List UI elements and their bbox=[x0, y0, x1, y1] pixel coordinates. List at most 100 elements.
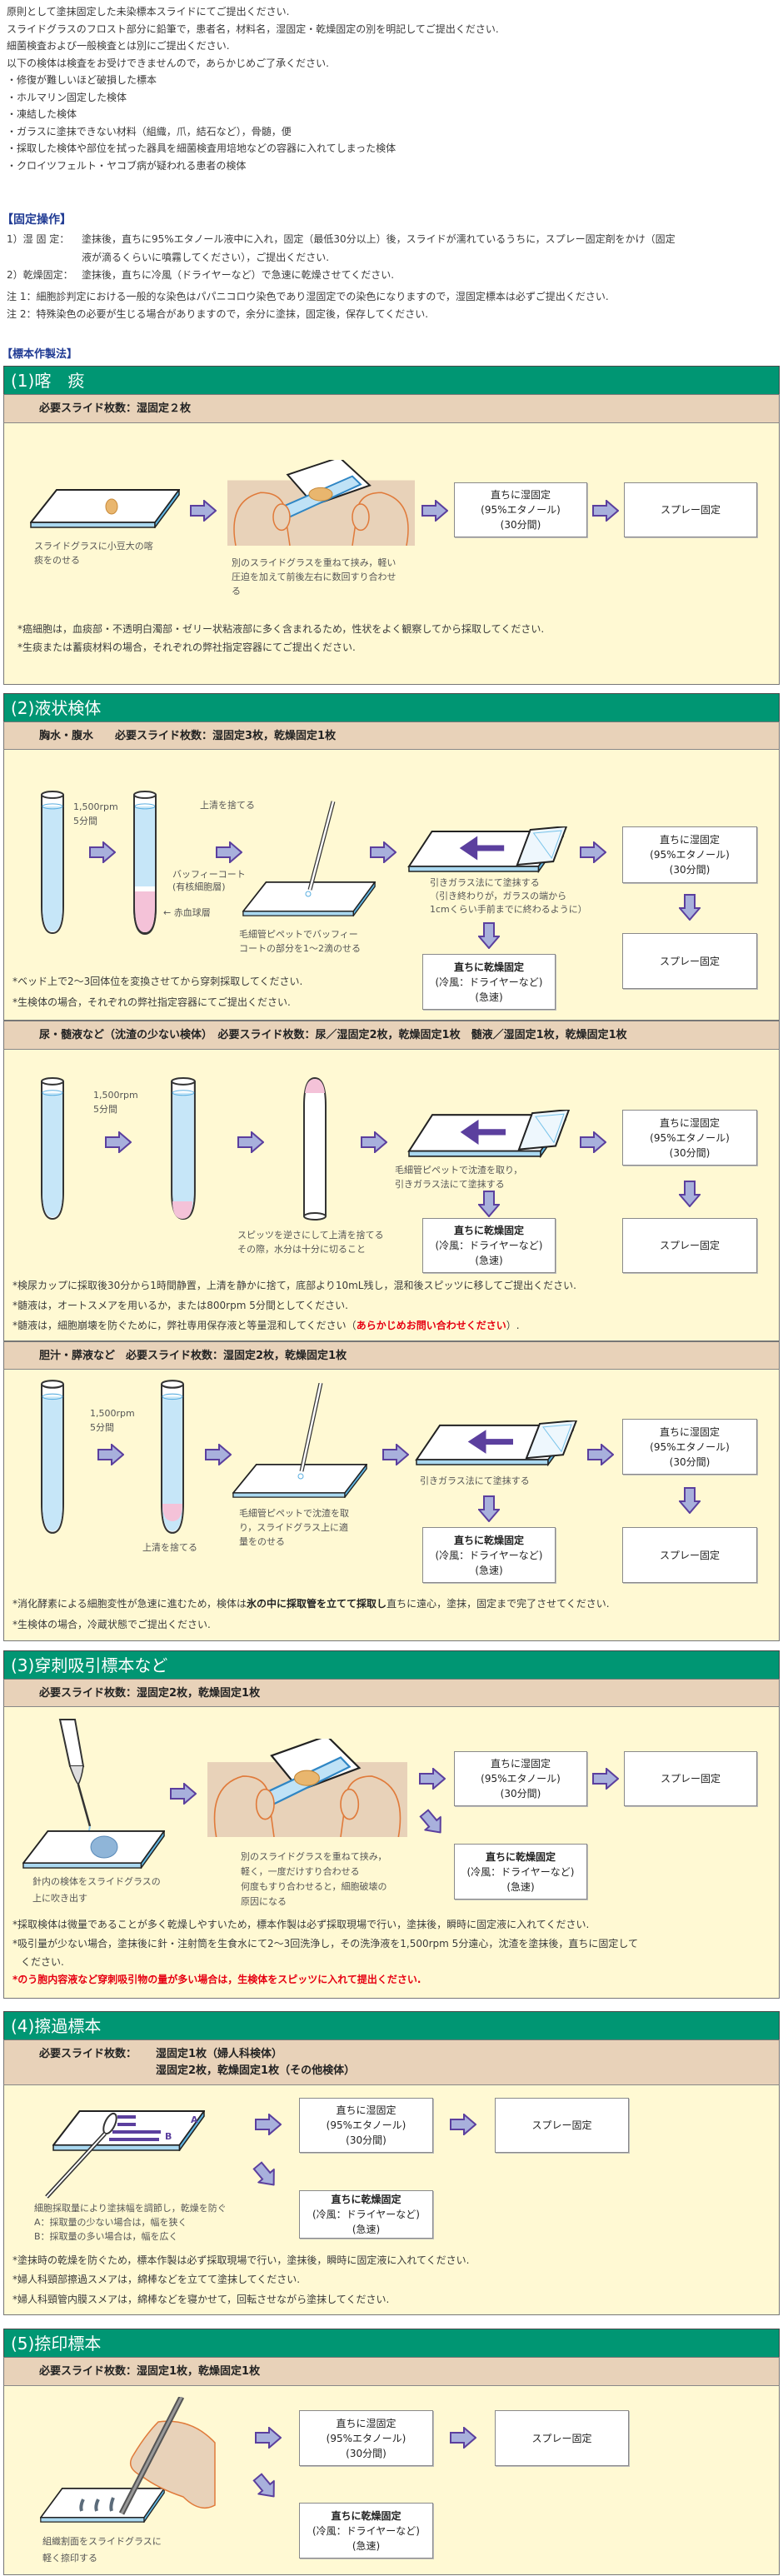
test-tube-icon bbox=[40, 1379, 65, 1535]
section-2c-panel bbox=[3, 1370, 780, 1641]
fixation-note-1: 注 1：細胞診判定における一般的な染色はパパニコロウ染色であり湿固定での染色にな… bbox=[7, 291, 609, 302]
wet-fixation-box: 直ちに湿固定(95%エタノール)(30分間) bbox=[622, 1419, 757, 1475]
intro-line: 細菌検査および一般検査とは別にご提出ください. bbox=[7, 40, 230, 52]
arrow-down-icon bbox=[679, 894, 701, 921]
smear-slide-illustration bbox=[407, 826, 567, 873]
hand-with-tweezers-icon bbox=[118, 2397, 216, 2515]
fixation-item-1-label: 1）湿 固 定： bbox=[7, 233, 70, 245]
arrow-down-icon bbox=[478, 922, 500, 949]
arrow-right-icon bbox=[237, 1131, 264, 1153]
wet-fixation-box: 直ちに湿固定(95%エタノール)(30分間) bbox=[454, 1751, 587, 1806]
section-4-slide-count: 必要スライド枚数： 湿固定1枚（婦人科検体） 湿固定2枚，乾燥固定1枚（その他検… bbox=[3, 2039, 780, 2085]
label-a: A bbox=[191, 2114, 198, 2125]
section-2c-note: *生検体の場合，冷蔵状態でご提出ください. bbox=[12, 1619, 211, 1630]
section-4-note: *婦人科頸管内膜スメアは，綿棒などを寝かせて，回転させながら塗抹してください. bbox=[12, 2294, 390, 2305]
section-3-note-continuation: ください. bbox=[21, 1956, 64, 1968]
capillary-pipette-icon bbox=[305, 801, 336, 897]
cotton-swab-icon bbox=[45, 2112, 117, 2199]
arrow-right-icon bbox=[105, 1131, 132, 1153]
arrow-right-icon bbox=[255, 2427, 282, 2449]
arrow-right-icon bbox=[450, 2427, 476, 2449]
intro-bullet: ・修復が難しいほど破損した標本 bbox=[7, 74, 157, 86]
section-2-header: (2)液状検体 bbox=[3, 693, 780, 721]
arrow-down-icon bbox=[679, 1487, 701, 1514]
arrow-down-icon bbox=[478, 1495, 500, 1522]
dry-fixation-box: 直ちに乾燥固定(冷風：ドライヤーなど)(急速) bbox=[299, 2503, 433, 2559]
centrifuged-tube-icon bbox=[170, 1076, 197, 1221]
section-2c-note: *消化酵素による細胞変性が急速に進むため，検体は氷の中に採取管を立てて採取し直ち… bbox=[12, 1598, 610, 1610]
spitz-caption: スピッツを逆さにして上清を捨てるその際，水分は十分に切ること bbox=[237, 1230, 384, 1255]
spray-fixation-box: スプレー固定 bbox=[622, 1527, 757, 1583]
arrow-right-icon bbox=[190, 500, 217, 522]
intro-bullet: ・ガラスに塗抹できない材料（組織，爪，結石など），骨髄，便 bbox=[7, 125, 292, 137]
section-3-note: *吸引量が少ない場合，塗抹後に針・注射筒を生食水にて2～3回洗浄し，その洗浄液を… bbox=[12, 1938, 638, 1949]
intro-bullet: ・凍結した検体 bbox=[7, 108, 77, 120]
section-4-header: (4)擦過標本 bbox=[3, 2011, 780, 2039]
label-b: B bbox=[165, 2131, 172, 2142]
arrow-right-icon bbox=[592, 1768, 619, 1790]
discard-supernatant-label: 上清を捨てる bbox=[142, 1542, 197, 1553]
section-3-header: (3)穿刺吸引標本など bbox=[3, 1650, 780, 1679]
wet-fixation-box: 直ちに湿固定(95%エタノール)(30分間) bbox=[299, 2410, 433, 2466]
wet-fixation-box: 直ちに湿固定(95%エタノール)(30分間) bbox=[622, 826, 757, 883]
fixation-item-1-text: 塗抹後，直ちに95%エタノール液中に入れ，固定（最低30分以上）後，スライドが濡… bbox=[82, 233, 676, 245]
arrow-right-icon bbox=[592, 500, 619, 522]
section-3-note: *採取検体は微量であることが多く乾燥しやすいため，標本作製は必ず採取現場で行い，… bbox=[12, 1919, 590, 1930]
arrow-right-icon bbox=[382, 1444, 409, 1465]
section-5-slide-count: 必要スライド枚数：湿固定1枚，乾燥固定1枚 bbox=[3, 2357, 780, 2386]
slide-glass-illustration bbox=[52, 2110, 205, 2151]
arrow-right-icon bbox=[450, 2114, 476, 2135]
slide-glass-illustration bbox=[30, 489, 180, 528]
section-2b-panel bbox=[3, 1050, 780, 1341]
section-3-caption-2: 別のスライドグラスを重ねて挟み，軽く，一度だけすり合わせる何度もすり合わせると，… bbox=[241, 1851, 387, 1907]
inverted-spitz-icon bbox=[303, 1076, 327, 1221]
dry-fixation-box: 直ちに乾燥固定(冷風：ドライヤーなど)(急速) bbox=[454, 1844, 587, 1900]
dry-fixation-box: 直ちに乾燥固定(冷風：ドライヤーなど)(急速) bbox=[299, 2190, 433, 2239]
arrow-down-icon bbox=[679, 1181, 701, 1207]
section-1-header: (1)喀 痰 bbox=[3, 366, 780, 394]
section-2c-slide-count: 胆汁・膵液など 必要スライド枚数：湿固定2枚，乾燥固定1枚 bbox=[3, 1341, 780, 1370]
spray-fixation-box: スプレー固定 bbox=[624, 482, 757, 537]
section-1-caption-1: スライドグラスに小豆大の喀痰をのせる bbox=[34, 541, 153, 566]
spray-fixation-box: スプレー固定 bbox=[495, 2098, 629, 2153]
arrow-right-icon bbox=[216, 841, 242, 863]
section-3-caption-1: 針内の検体をスライドグラスの上に吹き出す bbox=[32, 1876, 161, 1904]
section-4-note: *塗抹時の乾燥を防ぐため，標本作製は必ず採取現場で行い，塗抹後，瞬時に固定液に入… bbox=[12, 2254, 470, 2266]
section-3-slide-count: 必要スライド枚数：湿固定2枚，乾燥固定1枚 bbox=[3, 1679, 780, 1707]
fixation-note-2: 注 2：特殊染色の必要が生じる場合がありますので，余分に塗抹，固定後，保存してく… bbox=[7, 308, 429, 320]
arrow-right-icon bbox=[580, 1131, 606, 1153]
contact-notice: あらかじめお問い合わせください bbox=[356, 1320, 506, 1331]
hands-smearing-illustration bbox=[207, 1739, 407, 1837]
discard-supernatant-label: 上清を捨てる bbox=[200, 800, 255, 811]
arrow-right-icon bbox=[361, 1131, 387, 1153]
section-1-note: *癌細胞は，血痰部・不透明白濁部・ゼリー状粘液部に多く含まれるため，性状をよく観… bbox=[17, 623, 545, 635]
arrow-down-icon bbox=[478, 1191, 500, 1217]
smear-caption: 毛細管ピペットで沈渣を取り，引きガラス法にて塗抹する bbox=[395, 1165, 523, 1190]
pipette-caption: 毛細管ピペットで沈渣を取り，スライドグラス上に適量をのせる bbox=[239, 1508, 349, 1547]
intro-bullet: ・クロイツフェルト・ヤコブ病が疑われる患者の検体 bbox=[7, 159, 247, 172]
arrow-right-icon bbox=[97, 1444, 124, 1465]
rbc-layer-label: ← 赤血球層 bbox=[163, 907, 211, 918]
pipette-caption: 毛細管ピペットでバッフィーコートの部分を1～2滴のせる bbox=[239, 929, 361, 954]
spray-fixation-box: スプレー固定 bbox=[624, 1751, 757, 1806]
wet-fixation-box: 直ちに湿固定(95%エタノール)(30分間) bbox=[622, 1110, 757, 1166]
arrow-right-icon bbox=[370, 841, 396, 863]
smear-slide-illustration bbox=[415, 1420, 577, 1466]
section-2b-note: *検尿カップに採取後30分から1時間静置，上清を静かに捨て，底部より10mL残し… bbox=[12, 1280, 576, 1291]
arrow-right-icon bbox=[580, 841, 606, 863]
spray-fixation-box: スプレー固定 bbox=[622, 933, 757, 989]
section-2b-slide-count: 尿・髄液など（沈渣の少ない検体） 必要スライド枚数：尿／湿固定2枚，乾燥固定1枚… bbox=[3, 1021, 780, 1050]
section-2b-note: *髄液は，オートスメアを用いるか，または800rpm 5分間としてください. bbox=[12, 1300, 348, 1311]
section-2b-note: *髄液は，細胞崩壊を防ぐために，弊社専用保存液と等量混和してください（あらかじめ… bbox=[12, 1320, 520, 1331]
arrow-right-icon bbox=[89, 841, 116, 863]
section-1-slide-count: 必要スライド枚数：湿固定２枚 bbox=[3, 394, 780, 423]
arrow-right-icon bbox=[205, 1444, 232, 1465]
hands-smearing-illustration bbox=[227, 460, 415, 546]
section-4-note: *婦人科頸部擦過スメアは，綿棒などを立てて塗抹してください. bbox=[12, 2274, 301, 2285]
spray-fixation-box: スプレー固定 bbox=[495, 2410, 629, 2466]
intro-text: 原則として塗抹固定した未染標本スライドにてご提出ください. スライドグラスのフロ… bbox=[7, 3, 499, 174]
smear-slide-illustration bbox=[407, 1110, 570, 1158]
syringe-needle-icon bbox=[58, 1719, 92, 1835]
